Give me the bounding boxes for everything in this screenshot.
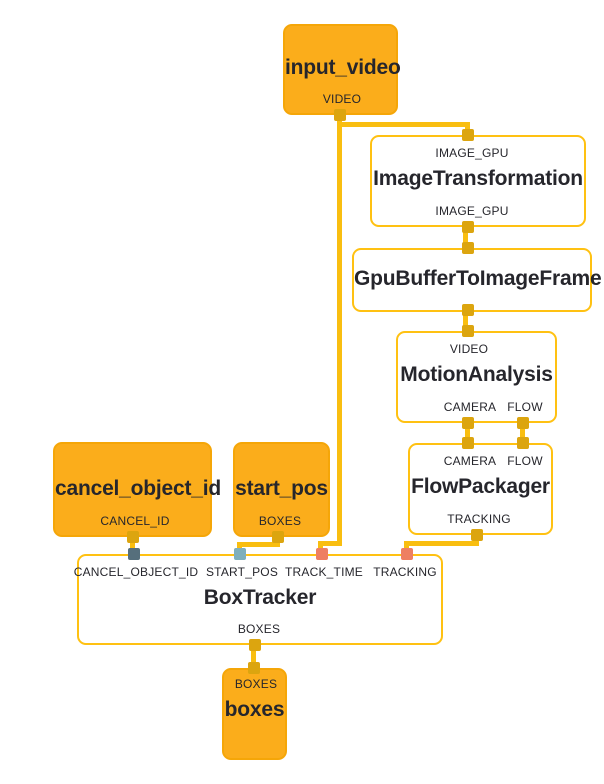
- port-dot-flow-packager-flow-in: [517, 437, 529, 449]
- edge-input-video-to-box-tracker: [337, 122, 342, 546]
- port-dot-image-transformation-out: [462, 221, 474, 233]
- node-title: cancel_object_id: [55, 477, 222, 500]
- port-dot-start-pos-out: [272, 531, 284, 543]
- port-dot-flow-packager-camera-in: [462, 437, 474, 449]
- port-label-flow-in: FLOW: [507, 454, 543, 468]
- port-label-boxes-out: BOXES: [258, 514, 302, 528]
- port-label-image-gpu-in: IMAGE_GPU: [435, 146, 509, 160]
- port-label-video-in: VIDEO: [449, 342, 489, 356]
- port-dot-gpu-buffer-out: [462, 304, 474, 316]
- port-label-flow-out: FLOW: [507, 400, 543, 414]
- node-flow-packager[interactable]: CAMERA FLOW FlowPackager TRACKING: [408, 443, 553, 535]
- edge-cancel-object-id-to-box-tracker: [130, 535, 135, 554]
- edge-gpu-buffer-to-motion-analysis: [463, 308, 468, 333]
- port-dot-motion-analysis-camera-out: [462, 417, 474, 429]
- port-label-image-gpu-out: IMAGE_GPU: [435, 204, 509, 218]
- node-input-video[interactable]: input_video VIDEO: [283, 24, 401, 115]
- port-dot-box-tracker-cancel-object-id-in: [128, 548, 140, 560]
- node-title: boxes: [224, 698, 285, 721]
- port-label-cancel-id: CANCEL_ID: [100, 514, 170, 528]
- node-start-pos[interactable]: start_pos BOXES: [233, 442, 330, 537]
- edge-start-pos-to-box-tracker: [237, 542, 280, 547]
- node-image-transformation[interactable]: IMAGE_GPU ImageTransformation IMAGE_GPU: [370, 135, 586, 227]
- node-motion-analysis[interactable]: VIDEO MotionAnalysis CAMERA FLOW: [396, 331, 557, 423]
- port-dot-boxes-in: [248, 662, 260, 674]
- node-title: input_video: [285, 56, 401, 79]
- port-label-camera-in: CAMERA: [443, 454, 497, 468]
- port-label-start-pos-in: START_POS: [205, 565, 279, 579]
- port-label-camera-out: CAMERA: [443, 400, 497, 414]
- port-label-boxes-in: BOXES: [234, 677, 278, 691]
- edge-motion-analysis-flow-to-flow-packager: [520, 421, 525, 445]
- port-dot-motion-analysis-video-in: [462, 325, 474, 337]
- node-title: MotionAnalysis: [400, 363, 553, 386]
- port-dot-box-tracker-tracking-in: [401, 548, 413, 560]
- edge-input-video-to-box-tracker: [318, 541, 342, 546]
- port-dot-flow-packager-tracking-out: [471, 529, 483, 541]
- edge-flow-packager-to-box-tracker: [404, 541, 409, 554]
- port-label-boxes-out: BOXES: [237, 622, 281, 636]
- port-dot-box-tracker-start-pos-in: [234, 548, 246, 560]
- node-title: start_pos: [235, 477, 328, 500]
- node-gpu-buffer-to-image-frame[interactable]: GpuBufferToImageFrame: [352, 248, 602, 312]
- node-cancel-object-id[interactable]: cancel_object_id CANCEL_ID: [53, 442, 222, 537]
- port-label-video: VIDEO: [322, 92, 362, 106]
- node-title: FlowPackager: [411, 475, 550, 498]
- port-dot-image-transformation-in: [462, 129, 474, 141]
- node-box-tracker[interactable]: CANCEL_OBJECT_ID START_POS TRACK_TIME TR…: [73, 554, 443, 645]
- edge-box-tracker-to-boxes: [251, 643, 256, 668]
- node-boxes[interactable]: BOXES boxes: [222, 668, 287, 760]
- port-label-track-time-in: TRACK_TIME: [284, 565, 364, 579]
- port-dot-motion-analysis-flow-out: [517, 417, 529, 429]
- port-dot-box-tracker-track-time-in: [316, 548, 328, 560]
- node-title: ImageTransformation: [373, 167, 583, 190]
- edge-flow-packager-to-box-tracker: [404, 541, 479, 546]
- port-dot-input-video-video: [334, 109, 346, 121]
- edge-input-video-to-box-tracker: [318, 541, 323, 554]
- edge-motion-analysis-camera-to-flow-packager: [465, 421, 470, 445]
- port-label-tracking-out: TRACKING: [447, 512, 511, 526]
- port-label-cancel-object-id-in: CANCEL_OBJECT_ID: [73, 565, 199, 579]
- port-dot-box-tracker-boxes-out: [249, 639, 261, 651]
- port-dot-cancel-object-id-out: [127, 531, 139, 543]
- node-title: GpuBufferToImageFrame: [354, 267, 602, 290]
- edge-image-transformation-to-gpu-buffer: [463, 225, 468, 250]
- node-title: BoxTracker: [203, 586, 317, 609]
- port-label-tracking-in: TRACKING: [373, 565, 437, 579]
- port-dot-gpu-buffer-in: [462, 242, 474, 254]
- edge-input-video-to-image-transformation: [337, 122, 470, 127]
